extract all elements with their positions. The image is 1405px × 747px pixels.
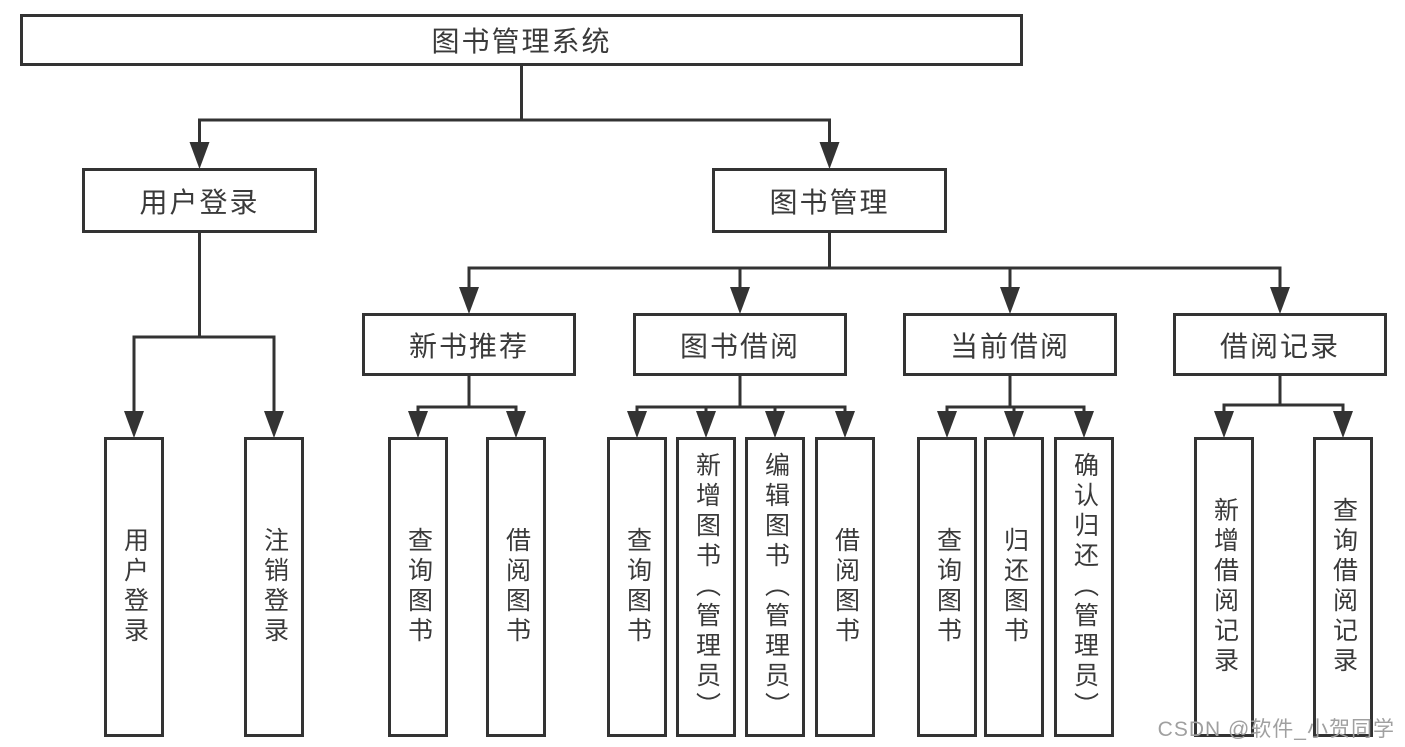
node-user-login: 用户登录	[82, 168, 317, 233]
node-leaf-newbook-borrow: 借阅图书	[486, 437, 546, 737]
arrowhead-icon	[459, 287, 479, 314]
arrowhead-icon	[264, 411, 284, 438]
node-leaf-logout: 注销登录	[244, 437, 304, 737]
arrowhead-icon	[1270, 287, 1290, 314]
node-label-leaf-current-query: 查询图书	[933, 527, 962, 647]
arrowhead-icon	[1004, 411, 1024, 438]
node-leaf-current-query: 查询图书	[917, 437, 977, 737]
node-leaf-newbook-query: 查询图书	[388, 437, 448, 737]
node-leaf-user-login: 用户登录	[104, 437, 164, 737]
arrowhead-icon	[627, 411, 647, 438]
node-label-current-borrow: 当前借阅	[949, 330, 1070, 362]
node-label-leaf-logout: 注销登录	[260, 527, 289, 647]
arrowhead-icon	[696, 411, 716, 438]
node-leaf-borrow-borrow: 借阅图书	[815, 437, 875, 737]
node-label-leaf-borrow-borrow: 借阅图书	[831, 527, 860, 647]
node-borrow-records: 借阅记录	[1173, 313, 1387, 376]
arrowhead-icon	[819, 142, 840, 169]
node-root: 图书管理系统	[20, 14, 1023, 66]
node-label-leaf-newbook-query: 查询图书	[404, 527, 433, 647]
node-leaf-current-confirm: 确认归还（管理员）	[1054, 437, 1114, 737]
node-label-leaf-borrow-edit: 编辑图书（管理员）	[761, 452, 790, 722]
arrowhead-icon	[408, 411, 428, 438]
arrowhead-icon	[189, 142, 210, 169]
arrowhead-icon	[835, 411, 855, 438]
arrowhead-icon	[1333, 411, 1353, 438]
node-leaf-borrow-edit: 编辑图书（管理员）	[745, 437, 805, 737]
arrowhead-icon	[1074, 411, 1094, 438]
arrowhead-icon	[765, 411, 785, 438]
node-label-new-books: 新书推荐	[408, 330, 529, 362]
arrowhead-icon	[1000, 287, 1020, 314]
node-label-user-login: 用户登录	[139, 186, 260, 218]
node-leaf-current-return: 归还图书	[984, 437, 1044, 737]
node-label-leaf-borrow-query: 查询图书	[623, 527, 652, 647]
csdn-watermark: CSDN @软件_小贺同学	[1157, 718, 1395, 741]
arrowhead-icon	[730, 287, 750, 314]
node-label-leaf-newbook-borrow: 借阅图书	[502, 527, 531, 647]
node-label-root: 图书管理系统	[431, 26, 612, 57]
node-label-leaf-borrow-add: 新增图书（管理员）	[692, 452, 721, 722]
node-label-book-mgmt: 图书管理	[769, 186, 890, 218]
node-label-leaf-user-login: 用户登录	[120, 527, 149, 647]
node-leaf-record-add: 新增借阅记录	[1194, 437, 1254, 737]
node-leaf-borrow-query: 查询图书	[607, 437, 667, 737]
node-new-books: 新书推荐	[362, 313, 576, 376]
node-book-borrow: 图书借阅	[633, 313, 847, 376]
node-label-leaf-record-add: 新增借阅记录	[1210, 497, 1239, 677]
arrowhead-icon	[937, 411, 957, 438]
node-leaf-record-query: 查询借阅记录	[1313, 437, 1373, 737]
arrowhead-icon	[1214, 411, 1234, 438]
arrowhead-icon	[124, 411, 144, 438]
node-label-book-borrow: 图书借阅	[679, 330, 800, 362]
node-label-leaf-current-confirm: 确认归还（管理员）	[1070, 452, 1099, 722]
node-current-borrow: 当前借阅	[903, 313, 1117, 376]
node-book-mgmt: 图书管理	[712, 168, 947, 233]
node-leaf-borrow-add: 新增图书（管理员）	[676, 437, 736, 737]
arrowhead-icon	[506, 411, 526, 438]
node-label-leaf-current-return: 归还图书	[1000, 527, 1029, 647]
node-label-leaf-record-query: 查询借阅记录	[1329, 497, 1358, 677]
node-label-borrow-records: 借阅记录	[1219, 330, 1340, 362]
